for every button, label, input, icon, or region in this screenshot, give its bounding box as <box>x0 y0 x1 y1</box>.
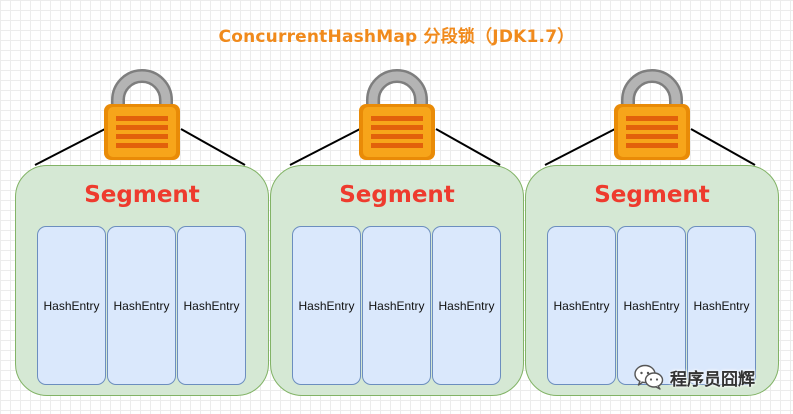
hash-entry: HashEntry <box>617 226 686 385</box>
segment-label: Segment <box>594 182 710 208</box>
connector-line <box>34 128 106 166</box>
connector-line <box>690 128 756 166</box>
diagram-title: ConcurrentHashMap 分段锁（JDK1.7） <box>218 27 575 47</box>
padlock-icon <box>614 69 690 160</box>
watermark: 程序员囧辉 <box>634 364 755 390</box>
connector-line <box>435 128 501 166</box>
padlock-icon <box>359 69 435 160</box>
segment-box: Segment HashEntry HashEntry HashEntry <box>525 165 779 396</box>
hash-entry: HashEntry <box>547 226 616 385</box>
hash-entry: HashEntry <box>292 226 361 385</box>
hash-entry: HashEntry <box>432 226 501 385</box>
watermark-text: 程序员囧辉 <box>670 369 755 390</box>
wechat-icon <box>634 364 664 390</box>
hash-entry: HashEntry <box>107 226 176 385</box>
hash-entry: HashEntry <box>362 226 431 385</box>
connector-line <box>180 128 246 166</box>
segment-box: Segment HashEntry HashEntry HashEntry <box>15 165 269 396</box>
segment-box: Segment HashEntry HashEntry HashEntry <box>270 165 524 396</box>
padlock-icon <box>104 69 180 160</box>
connector-line <box>289 128 361 166</box>
connector-line <box>544 128 616 166</box>
hash-entry: HashEntry <box>687 226 756 385</box>
hash-entry: HashEntry <box>37 226 106 385</box>
segment-label: Segment <box>339 182 455 208</box>
hash-entry: HashEntry <box>177 226 246 385</box>
segment-label: Segment <box>84 182 200 208</box>
